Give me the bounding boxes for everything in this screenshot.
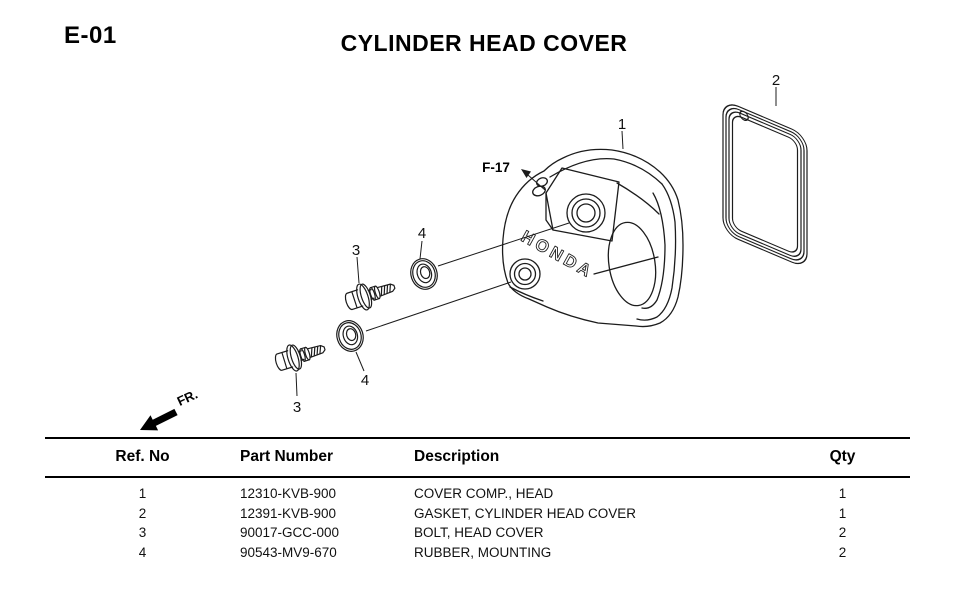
parts-table-body: 1 12310-KVB-900 COVER COMP., HEAD 1 2 12… xyxy=(45,484,910,563)
cell-description: COVER COMP., HEAD xyxy=(414,486,554,501)
cell-part-number: 12391-KVB-900 xyxy=(240,505,337,521)
cell-part-number: 12310-KVB-900 xyxy=(240,486,337,501)
cell-qty: 1 xyxy=(838,486,847,501)
gasket-part-drawing xyxy=(722,104,808,265)
bolt-part-drawing-lower xyxy=(274,344,326,372)
cell-ref-no: 2 xyxy=(138,505,147,521)
cell-description: GASKET, CYLINDER HEAD COVER xyxy=(414,505,637,521)
page-title: CYLINDER HEAD COVER xyxy=(340,30,628,56)
f17-arrow-line xyxy=(527,174,546,191)
table-row: 2 12391-KVB-900 GASKET, CYLINDER HEAD CO… xyxy=(45,504,910,524)
header-ref-no: Ref. No xyxy=(115,448,170,465)
cell-ref-no: 1 xyxy=(138,486,147,501)
f17-label[interactable]: F-17 xyxy=(482,160,510,175)
cell-description: RUBBER, MOUNTING xyxy=(414,545,552,561)
header-description: Description xyxy=(414,448,500,465)
header-qty: Qty xyxy=(829,448,856,465)
cell-ref-no: 4 xyxy=(138,545,147,561)
page-code: E-01 xyxy=(64,22,117,49)
table-row: 1 12310-KVB-900 COVER COMP., HEAD 1 xyxy=(45,484,910,504)
f17-reference-link[interactable]: F-17 xyxy=(482,160,546,191)
header-part-number: Part Number xyxy=(240,448,334,465)
fr-label: FR. xyxy=(175,386,200,408)
callout-1-cover: 1 xyxy=(618,116,626,133)
f17-arrowhead-icon xyxy=(521,169,531,178)
callout-2-gasket: 2 xyxy=(772,72,780,89)
cell-qty: 2 xyxy=(838,545,847,561)
table-row: 3 90017-GCC-000 BOLT, HEAD COVER 2 xyxy=(45,523,910,543)
bolt-part-drawing-upper xyxy=(344,283,396,311)
table-header-rule xyxy=(45,476,910,478)
cell-ref-no: 3 xyxy=(138,525,147,541)
table-row: 4 90543-MV9-670 RUBBER, MOUNTING 2 xyxy=(45,543,910,563)
cell-qty: 2 xyxy=(838,525,847,541)
callout-4-rubber-upper: 4 xyxy=(418,225,426,242)
parts-table-header: Ref. No Part Number Description Qty xyxy=(45,444,910,470)
rubber-mount-drawing-lower xyxy=(336,320,364,352)
table-top-rule xyxy=(45,437,910,439)
callout-leader-lines xyxy=(295,87,777,397)
callout-3-bolt-lower: 3 xyxy=(293,399,301,416)
rubber-mount-drawing-upper xyxy=(410,258,438,290)
cell-part-number: 90017-GCC-000 xyxy=(240,525,340,541)
cell-part-number: 90543-MV9-670 xyxy=(240,545,337,561)
callout-3-bolt-upper: 3 xyxy=(352,242,360,259)
assembly-lines xyxy=(365,222,570,332)
callout-4-rubber-lower: 4 xyxy=(361,372,369,389)
cell-description: BOLT, HEAD COVER xyxy=(414,525,544,541)
cell-qty: 1 xyxy=(838,505,847,521)
cover-part-drawing: HONDA xyxy=(501,148,684,328)
front-direction-indicator: FR. xyxy=(140,386,200,431)
fr-arrow-icon xyxy=(140,408,178,431)
gasket-tab-hole xyxy=(739,110,749,122)
